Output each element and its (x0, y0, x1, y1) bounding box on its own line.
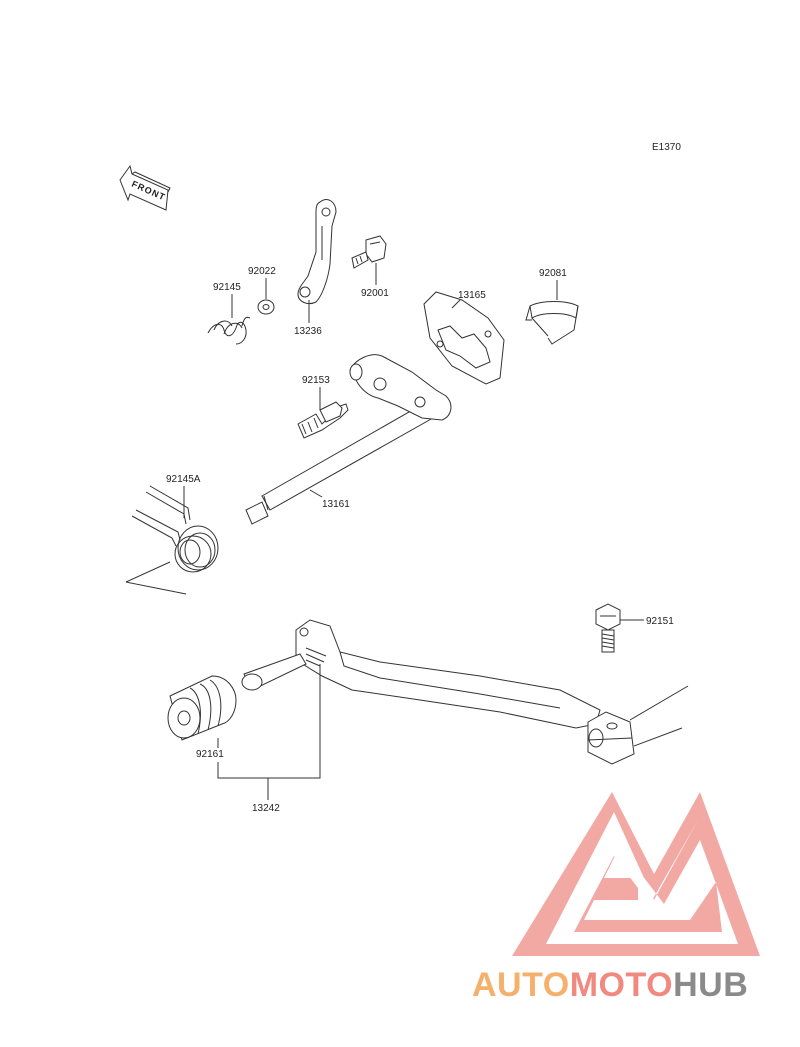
label-13242: 13242 (252, 803, 280, 814)
label-92145a: 92145A (166, 474, 201, 485)
label-92001: 92001 (361, 288, 389, 299)
label-92151: 92151 (646, 616, 674, 627)
label-92022: 92022 (248, 266, 276, 277)
rubber-92161-icon (167, 675, 237, 741)
diagram-code: E1370 (652, 142, 681, 153)
watermark-text: AUTOMOTOHUB (472, 966, 748, 1004)
clip-92081-icon (525, 301, 579, 345)
bolt-92001-icon (351, 235, 387, 269)
washer-92022-icon (257, 299, 275, 315)
watermark-hub: HUB (673, 966, 748, 1004)
plate-13165-icon (423, 291, 505, 385)
bolt-92153-icon (297, 401, 349, 439)
label-13236: 13236 (294, 326, 322, 337)
spring-92145a-icon (125, 485, 219, 595)
shift-shaft-13161-icon (245, 354, 452, 525)
label-13161: 13161 (322, 499, 350, 510)
watermark-auto: AUTO (472, 966, 570, 1004)
label-92153: 92153 (302, 375, 330, 386)
label-92081: 92081 (539, 268, 567, 279)
label-92161: 92161 (196, 749, 224, 760)
label-92145: 92145 (213, 282, 241, 293)
watermark-moto: MOTO (570, 966, 673, 1004)
arm-13236-icon (297, 199, 337, 305)
shift-pedal-13242-icon (241, 619, 689, 765)
bolt-92151-icon (595, 603, 621, 653)
spring-92145-icon (207, 316, 251, 345)
label-13165: 13165 (458, 290, 486, 301)
watermark-logo-icon (512, 792, 760, 956)
front-arrow-icon: FRONT (119, 164, 171, 211)
